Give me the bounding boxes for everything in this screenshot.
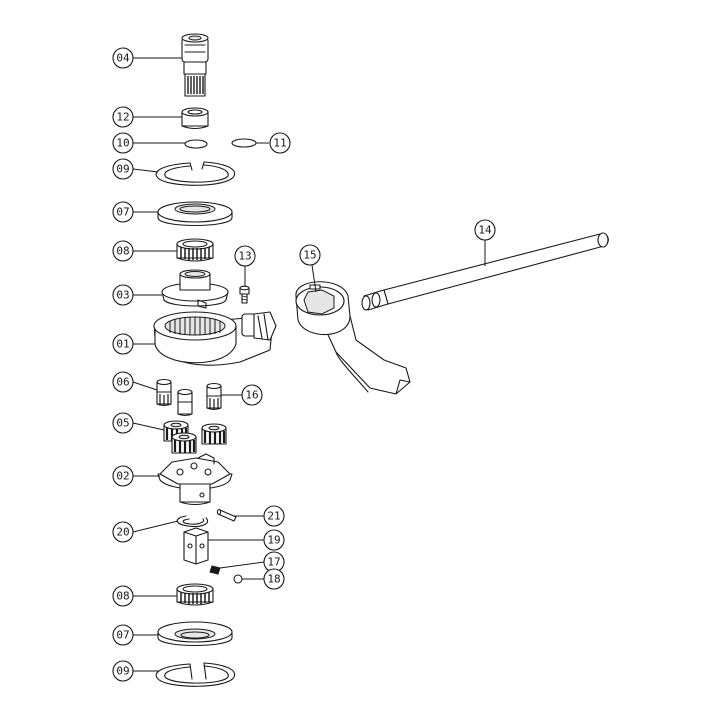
part-17-set-screw [209,565,221,575]
part-06-pawl-pin [156,378,172,407]
callout-15: 15 [299,244,321,266]
callout-05-label: 05 [116,417,129,430]
part-07-thrust-washer-upper [157,201,233,227]
callout-12: 12 [112,106,134,128]
part-05-pawl-gears [163,420,227,454]
callout-19-label: 19 [267,534,280,547]
part-02-carrier-plate [157,453,233,506]
part-07-thrust-washer-lower [157,621,233,647]
callout-20-label: 20 [116,526,129,539]
callout-11: 11 [269,132,291,154]
callout-17: 17 [263,551,285,573]
callout-09-lower-label: 09 [116,665,129,678]
callout-08-lower: 08 [112,585,134,607]
callout-02: 02 [112,465,134,487]
callout-14-label: 14 [478,224,492,237]
callout-21-label: 21 [267,510,280,523]
callout-20: 20 [112,521,134,543]
callout-13: 13 [234,245,256,267]
part-15-reaction-arm [295,281,411,395]
callout-07-lower: 07 [112,624,134,646]
callout-08-upper: 08 [112,240,134,262]
callout-16: 16 [241,384,263,406]
part-08-needle-bearing-upper [176,238,214,262]
part-10-o-ring [184,139,208,149]
part-03-ratchet-cap [161,269,229,309]
leader-lines [132,57,486,672]
callout-06-label: 06 [116,376,129,389]
part-01-ratchet-housing [153,311,277,366]
part-21-dowel-pin [216,509,237,522]
part-20-snap-ring [176,515,208,528]
part-18-ball [233,574,243,584]
callout-19: 19 [263,529,285,551]
callout-12-label: 12 [116,111,129,124]
part-08-needle-bearing-lower [176,583,214,606]
callout-09-lower: 09 [112,660,134,682]
part-12-bushing [181,107,209,130]
part-09-retaining-ring-lower [155,662,236,687]
callout-09-upper: 09 [112,158,134,180]
callout-09-upper-label: 09 [116,163,129,176]
callout-18: 18 [263,568,285,590]
part-16-pin [206,382,222,411]
callout-08-lower-label: 08 [116,590,129,603]
part-09-retaining-ring-upper [155,161,236,186]
callout-08-upper-label: 08 [116,245,129,258]
callout-01: 01 [112,333,134,355]
part-04-drive-adapter [181,33,209,97]
callout-03: 03 [112,284,134,306]
part-11-o-ring [231,138,257,148]
callout-06: 06 [112,371,134,393]
callout-07-upper: 07 [112,201,134,223]
callout-10: 10 [112,132,134,154]
callout-15-label: 15 [303,249,316,262]
part-19-square-shaft [183,527,209,565]
callout-02-label: 02 [116,470,129,483]
callout-14: 14 [474,219,496,241]
callout-13-label: 13 [238,250,251,263]
part-13-screw [239,285,250,304]
callout-04: 04 [112,47,134,69]
callout-17-label: 17 [267,556,280,569]
callout-05: 05 [112,412,134,434]
pawl-pin-middle [177,388,193,417]
callout-10-label: 10 [116,137,129,150]
callout-01-label: 01 [116,338,129,351]
callout-07-upper-label: 07 [116,206,129,219]
callout-16-label: 16 [245,389,258,402]
callout-21: 21 [263,505,285,527]
callout-07-lower-label: 07 [116,629,129,642]
part-14-handle-tube [361,232,609,311]
callout-04-label: 04 [116,52,130,65]
callout-03-label: 03 [116,289,129,302]
callout-11-label: 11 [273,137,286,150]
callout-18-label: 18 [267,573,280,586]
